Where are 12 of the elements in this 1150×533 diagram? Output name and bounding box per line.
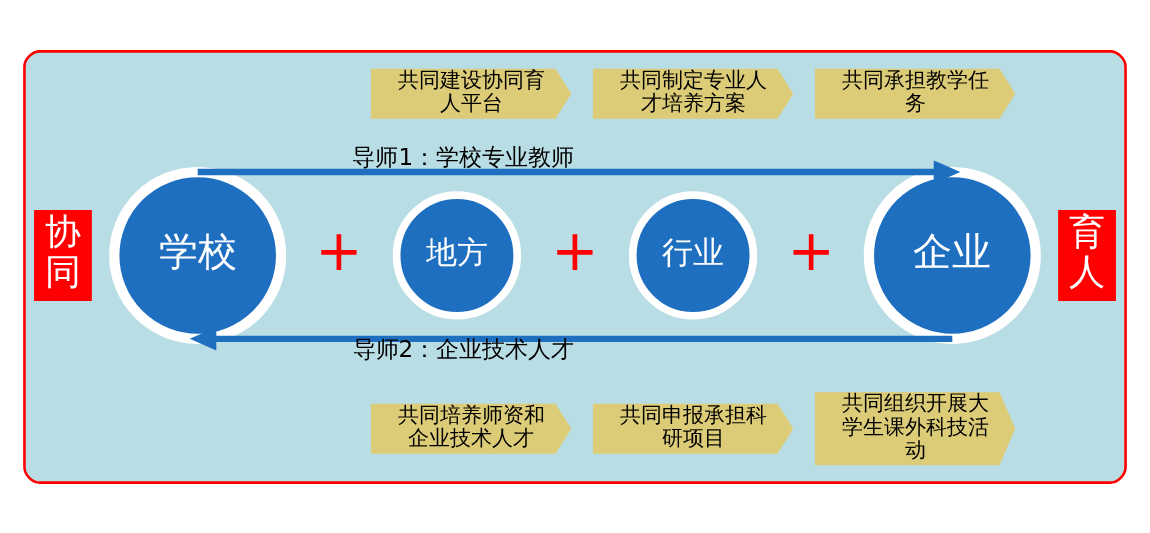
label: + — [787, 217, 835, 283]
cluster — [23, 49, 1127, 484]
node-circle: 地方 — [392, 190, 522, 320]
label: + — [551, 217, 599, 283]
node-box: 协同 — [34, 209, 92, 301]
edge-label: 导师1：学校专业教师 — [352, 143, 575, 170]
node-box: 育人 — [1058, 209, 1116, 301]
node-circle: 企业 — [863, 166, 1041, 344]
node-circle: 学校 — [109, 166, 287, 344]
edge-label: 导师2：企业技术人才 — [352, 335, 575, 362]
node-circle: 行业 — [628, 190, 758, 320]
label: + — [315, 217, 363, 283]
